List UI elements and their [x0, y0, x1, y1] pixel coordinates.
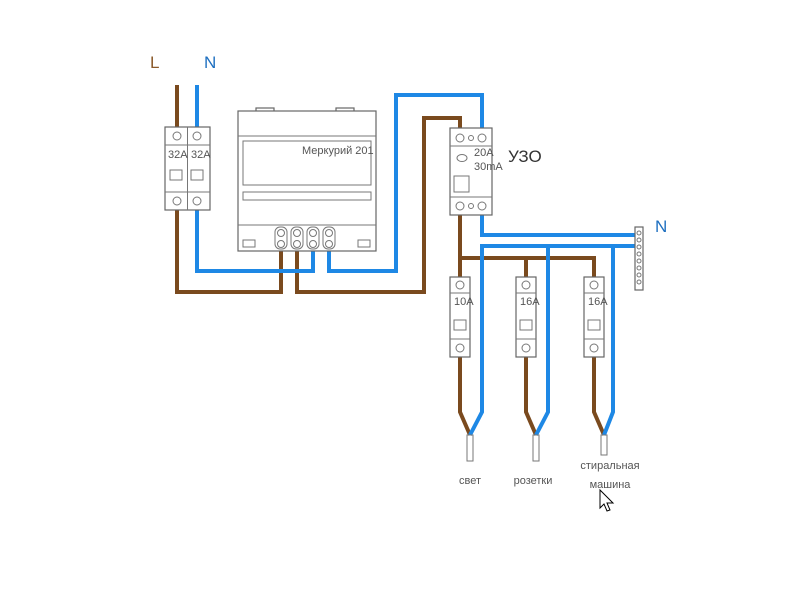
rcd-device: 20A 30mA	[449, 127, 503, 216]
branch-breaker-3: 16A	[583, 276, 608, 358]
breaker-rating: 16A	[520, 296, 540, 308]
neutral-bus-bar	[634, 226, 644, 291]
electricity-meter: Меркурий 201	[237, 107, 377, 252]
rcd-rating: 20A	[474, 147, 494, 159]
mouse-pointer-icon	[599, 488, 615, 512]
load-label-sockets: розетки	[514, 475, 553, 487]
load-label-washer-line2: машина	[590, 479, 632, 491]
outgoing-cables	[466, 434, 608, 462]
breaker-rating: 10A	[454, 296, 474, 308]
rcd-leakage: 30mA	[474, 161, 503, 173]
branch-breaker-1: 10A	[449, 276, 474, 358]
neutral-wires	[195, 85, 638, 436]
main-breaker-rating-1: 32A	[168, 149, 188, 161]
breaker-rating: 16A	[588, 296, 608, 308]
rcd-label: УЗО	[508, 147, 542, 166]
neutral-bus-label: N	[655, 217, 667, 236]
main-breaker-rating-2: 32A	[191, 149, 211, 161]
branch-breaker-2: 16A	[515, 276, 540, 358]
meter-name: Меркурий 201	[302, 145, 374, 157]
load-label-washer-line1: стиральная	[580, 460, 639, 472]
main-breaker: 32A 32A	[164, 126, 211, 211]
neutral-label-top: N	[204, 53, 216, 72]
phase-label: L	[150, 53, 159, 72]
load-label-light: свет	[459, 475, 481, 487]
